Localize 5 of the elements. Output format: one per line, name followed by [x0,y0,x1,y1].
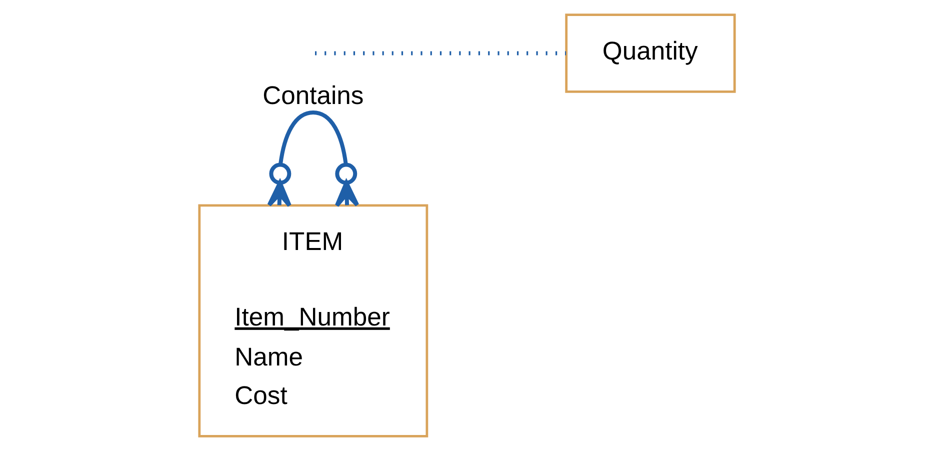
edge-label: Contains [262,82,364,110]
node-box: ITEM Item_Number Name Cost [198,204,428,438]
connector [315,51,566,56]
node-box: Quantity [565,14,736,93]
connector [267,110,360,208]
